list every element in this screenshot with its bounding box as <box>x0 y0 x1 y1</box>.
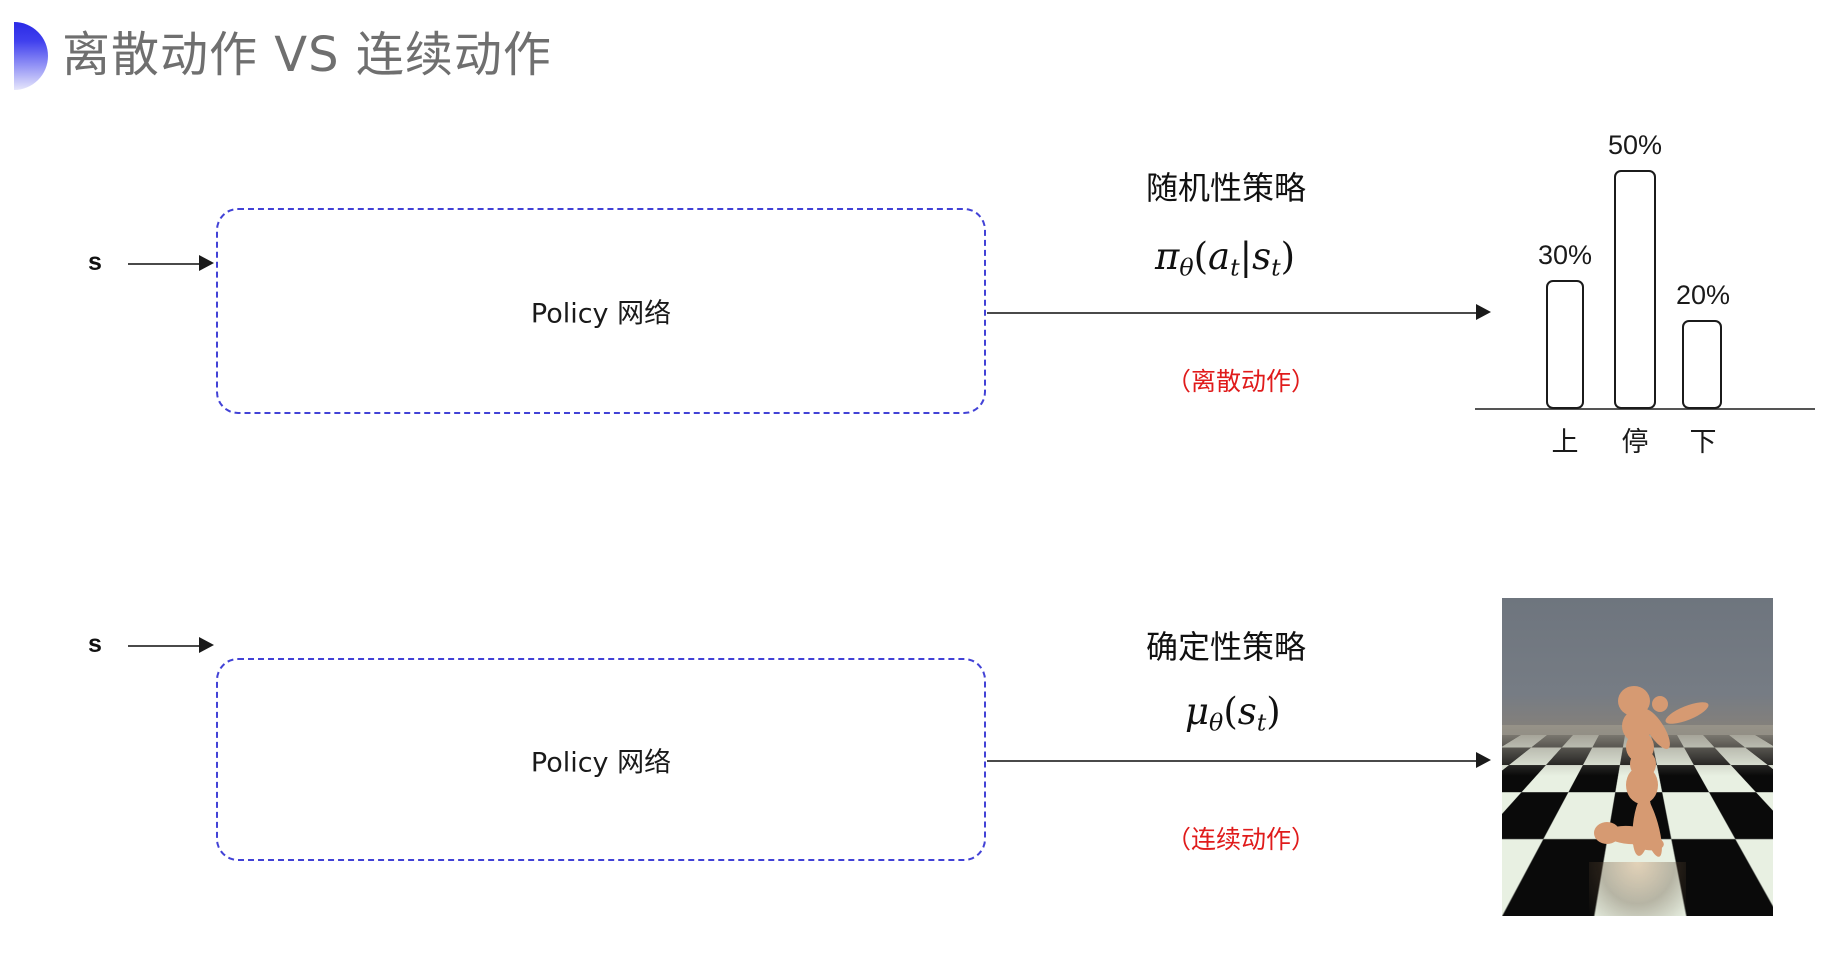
humanoid-foot <box>1594 822 1620 844</box>
page-title: 离散动作 VS 连续动作 <box>62 27 552 83</box>
formula-state-var-2: s <box>1237 690 1257 733</box>
output-arrow-line-discrete <box>987 312 1477 314</box>
policy-network-label-discrete: Policy 网络 <box>530 298 672 330</box>
bar-category-stop: 停 <box>1621 427 1649 458</box>
formula-open-paren-2: ( <box>1223 690 1238 733</box>
formula-deterministic-policy: μθ(st) <box>1185 690 1281 737</box>
formula-theta-sub: θ <box>1179 253 1194 282</box>
input-arrow-head-discrete <box>199 255 214 271</box>
policy-network-box-continuous[interactable]: Policy 网络 <box>216 658 986 861</box>
bar-stop <box>1614 170 1656 409</box>
humanoid-simulation-image <box>1502 598 1773 916</box>
chart-baseline-axis <box>1475 408 1815 410</box>
formula-close-paren: ) <box>1280 235 1296 278</box>
bar-value-down: 20% <box>1675 280 1731 310</box>
formula-action-var: a <box>1208 235 1231 278</box>
formula-pi: π <box>1155 235 1180 278</box>
policy-network-label-continuous: Policy 网络 <box>530 747 672 778</box>
policy-kind-deterministic: 确定性策略 <box>1146 628 1307 666</box>
formula-conditional-bar: | <box>1239 235 1253 278</box>
title-bullet-decoration <box>14 22 48 90</box>
formula-close-paren-2: ) <box>1266 690 1281 733</box>
policy-network-box-discrete[interactable]: Policy 网络 <box>216 208 986 414</box>
bar-value-stop: 50% <box>1607 130 1663 160</box>
output-arrow-head-continuous <box>1476 752 1491 768</box>
policy-kind-stochastic: 随机性策略 <box>1146 169 1307 207</box>
action-note-continuous: （连续动作） <box>1166 825 1317 854</box>
formula-stochastic-policy: πθ(at|st) <box>1155 235 1295 282</box>
bar-category-down: 下 <box>1689 427 1717 458</box>
formula-action-subscript: t <box>1230 253 1240 282</box>
input-arrow-head-continuous <box>199 637 214 653</box>
formula-state-var: s <box>1252 235 1272 278</box>
input-arrow-line-continuous <box>128 645 200 647</box>
formula-open-paren: ( <box>1193 235 1209 278</box>
bar-up <box>1546 280 1584 409</box>
sim-floor-reflection <box>1588 861 1687 916</box>
formula-state-subscript: t <box>1271 253 1281 282</box>
output-arrow-line-continuous <box>987 760 1477 762</box>
formula-theta-sub-2: θ <box>1209 708 1224 737</box>
humanoid-hand <box>1652 696 1668 712</box>
action-probability-bar-chart: 30% 上 50% 停 20% 下 <box>1470 100 1815 458</box>
bar-down <box>1682 320 1722 409</box>
output-arrow-head-discrete <box>1476 304 1491 320</box>
input-arrow-line-discrete <box>128 263 200 265</box>
bar-category-up: 上 <box>1551 427 1579 458</box>
formula-mu: μ <box>1185 690 1210 733</box>
input-state-label-discrete: s <box>88 248 102 276</box>
action-note-discrete: （离散动作） <box>1166 367 1317 396</box>
input-state-label-continuous: s <box>88 630 102 658</box>
formula-state-subscript-2: t <box>1256 708 1267 737</box>
bar-value-up: 30% <box>1537 240 1593 270</box>
